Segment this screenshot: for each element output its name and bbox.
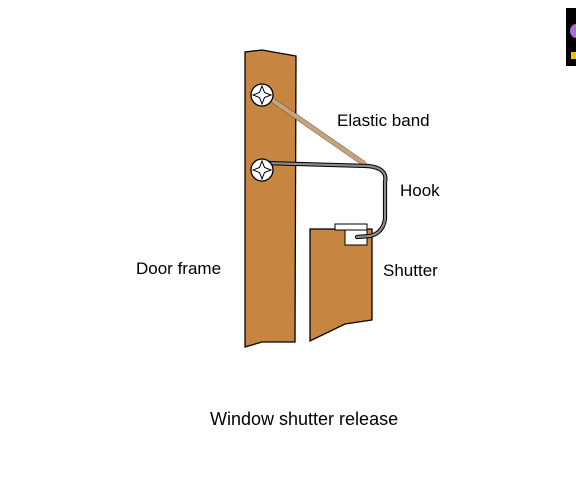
screw-icon xyxy=(250,158,274,182)
hook-wire xyxy=(261,160,388,240)
shutter-panel xyxy=(309,228,373,343)
elastic-band-label: Elastic band xyxy=(337,111,430,130)
corner-thumbnail xyxy=(566,8,576,66)
door-frame-label: Door frame xyxy=(136,259,222,278)
screw-icon xyxy=(250,83,274,107)
elastic-band xyxy=(263,91,368,169)
thumbnail-bar xyxy=(571,52,576,59)
door-frame xyxy=(244,49,297,348)
diagram-caption: Window shutter release xyxy=(210,409,399,429)
latch-plate xyxy=(334,223,368,231)
hook-label: Hook xyxy=(400,181,440,200)
shutter-label: Shutter xyxy=(383,261,438,280)
thumbnail-dot xyxy=(570,24,576,38)
